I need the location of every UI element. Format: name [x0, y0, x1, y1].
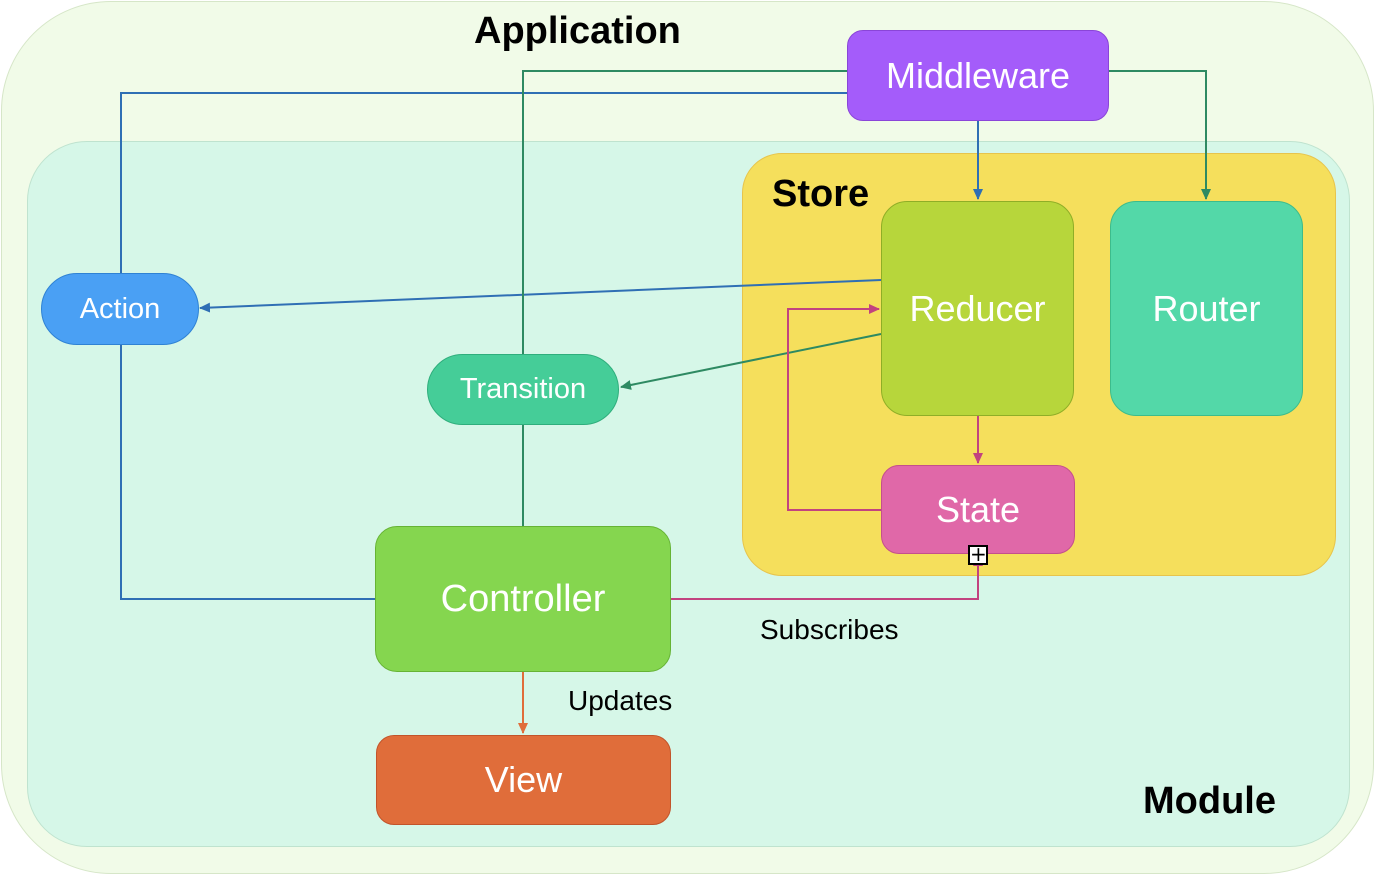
router-label: Router	[1152, 287, 1261, 329]
edge-reducer-to-action	[199, 279, 882, 313]
plus-square-icon[interactable]: +	[968, 542, 988, 566]
edge-transition-to-middleware	[522, 70, 847, 354]
view-label: View	[484, 759, 563, 800]
edge-state-to-reducer	[787, 304, 881, 511]
controller-node[interactable]: Controller	[375, 526, 671, 672]
edge-reducer-to-transition	[620, 333, 882, 390]
transition-label: Transition	[459, 373, 587, 405]
store-label: Store	[772, 173, 870, 215]
application-label: Application	[474, 10, 681, 52]
updates-label: Updates	[568, 685, 673, 716]
state-node[interactable]: State	[881, 465, 1075, 554]
middleware-label: Middleware	[885, 54, 1071, 96]
reducer-node[interactable]: Reducer	[881, 201, 1074, 416]
transition-node[interactable]: Transition	[427, 354, 619, 425]
module-label: Module	[1143, 780, 1276, 822]
edge-action-to-middleware	[120, 92, 847, 273]
action-label: Action	[79, 292, 161, 325]
edge-controller-subscribes-state	[671, 555, 983, 600]
view-node[interactable]: View	[376, 735, 671, 825]
reducer-label: Reducer	[909, 287, 1046, 329]
edge-controller-to-action	[120, 345, 375, 600]
action-node[interactable]: Action	[41, 273, 199, 345]
middleware-node[interactable]: Middleware	[847, 30, 1109, 121]
state-label: State	[935, 488, 1021, 530]
controller-label: Controller	[440, 577, 606, 620]
subscribes-label: Subscribes	[760, 614, 899, 645]
edge-middleware-to-router	[1109, 70, 1211, 200]
router-node[interactable]: Router	[1110, 201, 1303, 416]
